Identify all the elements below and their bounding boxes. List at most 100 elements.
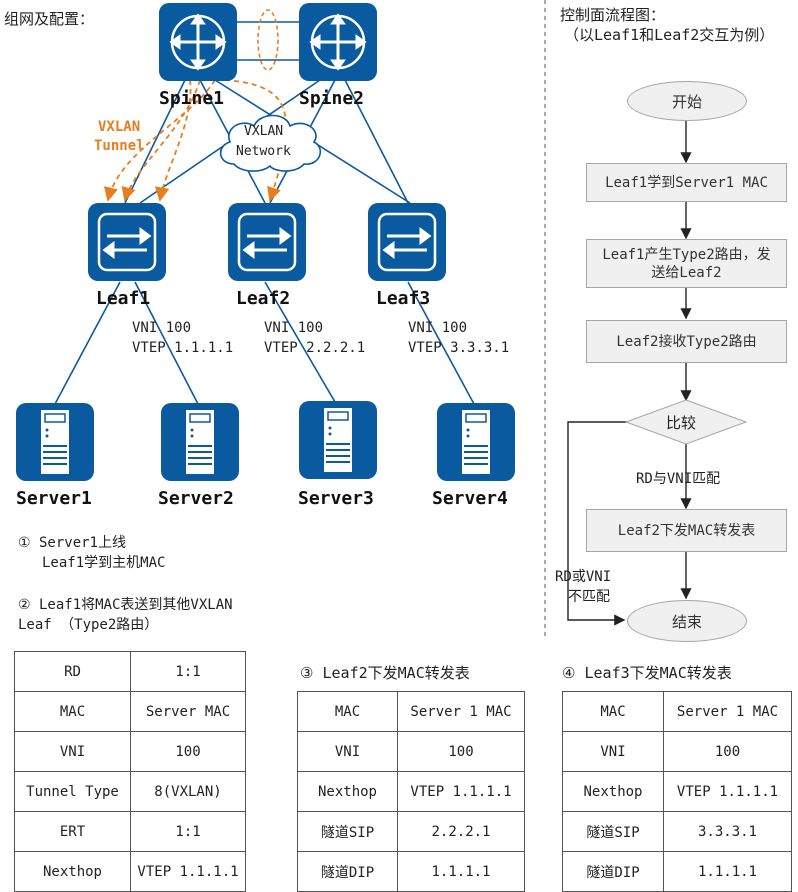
leaf3-config: VNI 100 VTEP 3.3.3.1 (408, 318, 509, 358)
cloud-label-line2: Network (236, 144, 291, 159)
flow-nomatch-line2: 不匹配 (568, 589, 610, 605)
flow-decision-diamond (624, 399, 748, 445)
leaf1-label: Leaf1 (96, 288, 151, 309)
table-value: 100 (397, 731, 525, 772)
flow-step-receive-route: Leaf2接收Type2路由 (586, 320, 787, 363)
step2-line2: Leaf （Type2路由） (18, 617, 159, 633)
spine2-label: Spine2 (299, 88, 365, 109)
table-value: VTEP 1.1.1.1 (397, 771, 525, 812)
table-key: Tunnel Type (14, 771, 131, 812)
flow-step-install-mac: Leaf2下发MAC转发表 (586, 509, 787, 552)
server2-device (160, 402, 240, 482)
table-key: Nexthop (562, 771, 664, 812)
table-key: VNI (14, 731, 131, 772)
flow-step-learn-mac: Leaf1学到Server1 MAC (586, 163, 787, 202)
table-value: 1:1 (130, 651, 246, 692)
table-value: 3.3.3.1 (663, 811, 792, 852)
table-key: VNI (297, 731, 398, 772)
spine1-label: Spine1 (159, 88, 225, 109)
server-icon (299, 401, 377, 479)
server4-device (436, 402, 516, 482)
leaf1-device (87, 202, 167, 282)
link-spine2-leaf3 (344, 79, 409, 204)
server4-label: Server4 (432, 488, 508, 509)
table-key: Nexthop (14, 851, 131, 892)
server2-label: Server2 (158, 488, 234, 509)
flow-step-generate-route: Leaf1产生Type2路由，发 送给Leaf2 (586, 239, 787, 288)
leaf3-label: Leaf3 (376, 288, 431, 309)
table-value: 100 (663, 731, 792, 772)
leaf2-vtep: VTEP 2.2.2.1 (264, 340, 366, 356)
cloud-label-line1: VXLAN (244, 124, 284, 139)
table-key: 隧道DIP (562, 851, 664, 892)
table-key: 隧道SIP (297, 811, 398, 852)
step2-line1: ② Leaf1将MAC表送到其他VXLAN (18, 597, 233, 613)
flow-end: 结束 (627, 600, 747, 642)
router-icon (299, 3, 377, 81)
table-value: 2.2.2.1 (397, 811, 525, 852)
flow-match-label: RD与VNI匹配 (636, 471, 721, 487)
step4-title: ④ Leaf3下发MAC转发表 (562, 664, 732, 682)
step3-title: ③ Leaf2下发MAC转发表 (300, 664, 470, 682)
link-spine1-leaf1 (124, 79, 186, 204)
leaf2-vni: VNI 100 (264, 320, 324, 336)
leaf3-device (367, 202, 447, 282)
table-key: 隧道DIP (297, 851, 398, 892)
leaf2-device (227, 202, 307, 282)
flow-decision-label: 比较 (666, 414, 697, 432)
table-value: Server MAC (130, 691, 246, 732)
server1-label: Server1 (16, 488, 92, 509)
server-icon (437, 403, 515, 481)
table-value: Server 1 MAC (663, 691, 792, 732)
server1-device (15, 402, 95, 482)
leaf1-config: VNI 100 VTEP 1.1.1.1 (132, 318, 233, 358)
router-icon (159, 3, 237, 81)
table-value: VTEP 1.1.1.1 (130, 851, 246, 892)
leaf3-vtep: VTEP 3.3.3.1 (408, 340, 510, 356)
leaf2-config: VNI 100 VTEP 2.2.2.1 (264, 318, 365, 358)
topology-title: 组网及配置： (4, 10, 95, 28)
leaf1-vtep: VTEP 1.1.1.1 (132, 340, 234, 356)
leaf2-label: Leaf2 (236, 288, 291, 309)
flow-start: 开始 (627, 81, 747, 121)
step1-line1: ① Server1上线 (18, 535, 126, 551)
table-key: ERT (14, 811, 131, 852)
switch-icon (228, 203, 306, 281)
table-key: RD (14, 651, 131, 692)
flow-subtitle: （以Leaf1和Leaf2交互为例） (564, 26, 775, 44)
table-value: 1.1.1.1 (397, 851, 525, 892)
table-value: 8(VXLAN) (130, 771, 246, 812)
server3-label: Server3 (298, 488, 374, 509)
table-value: 1.1.1.1 (663, 851, 792, 892)
table-value: VTEP 1.1.1.1 (663, 771, 792, 812)
server-icon (161, 403, 239, 481)
switch-icon (88, 203, 166, 281)
vxlan-cloud (219, 114, 322, 172)
flow-title: 控制面流程图： (560, 6, 666, 24)
flow-nomatch-line1: RD或VNI (555, 569, 612, 585)
flow-step2-line2: 送给Leaf2 (651, 264, 722, 281)
switch-icon (368, 203, 446, 281)
table-key: Nexthop (297, 771, 398, 812)
leaf1-vni: VNI 100 (132, 320, 192, 336)
table-key: 隧道SIP (562, 811, 664, 852)
table-value: Server 1 MAC (397, 691, 525, 732)
table-value: 100 (130, 731, 246, 772)
table-key: VNI (562, 731, 664, 772)
